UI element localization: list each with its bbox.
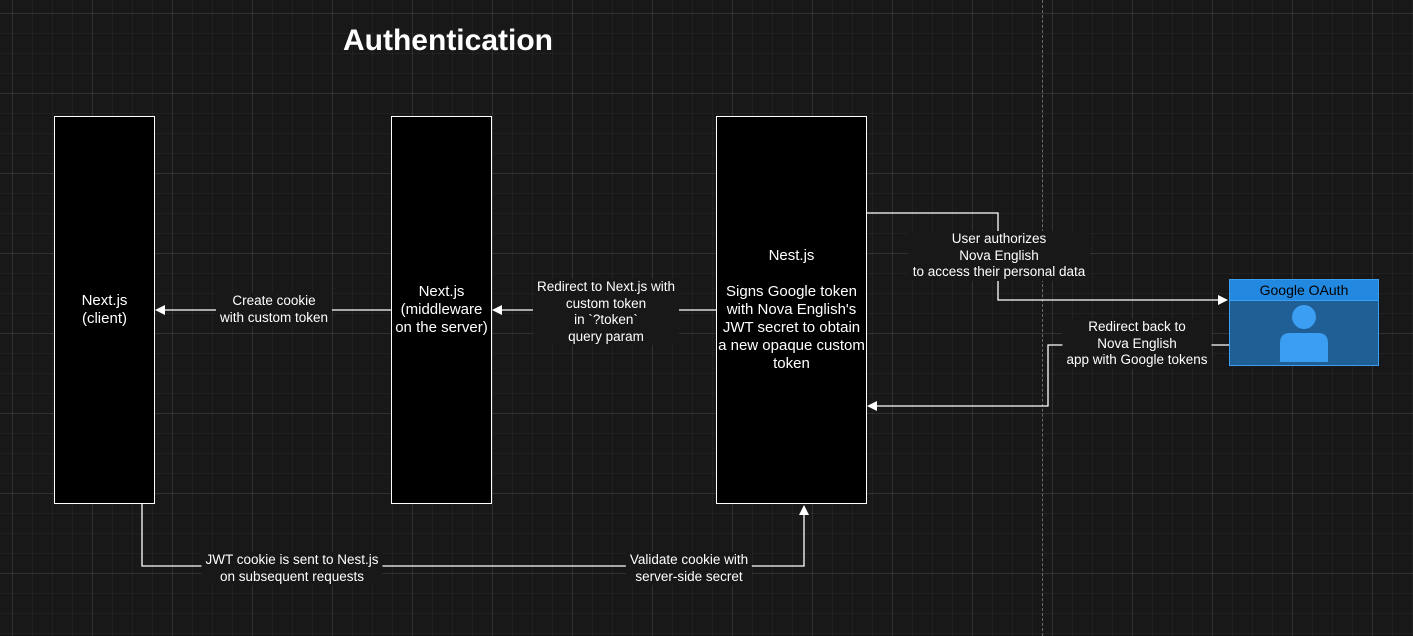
edge-jwt-cookie [141,504,809,567]
label-create-cookie: Create cookie with custom token [215,293,333,326]
label-user-authorizes: User authorizes Nova English to access t… [908,231,1090,281]
google-oauth-header: Google OAuth [1230,280,1378,301]
node-nestjs: Nest.js Signs Google token with Nova Eng… [716,116,867,504]
label-redirect-back: Redirect back to Nova English app with G… [1062,319,1212,369]
label-jwt-cookie: JWT cookie is sent to Nest.js on subsequ… [201,552,383,585]
label-redirect-nextjs: Redirect to Next.js with custom token in… [532,279,680,345]
label-validate-cookie: Validate cookie with server-side secret [625,552,753,585]
node-nestjs-label: Nest.js Signs Google token with Nova Eng… [718,247,865,372]
node-nextjs-middleware-label: Next.js (middleware on the server) [395,283,488,336]
node-nextjs-client-label: Next.js (client) [81,292,128,327]
node-nextjs-client: Next.js (client) [54,116,155,504]
node-google-oauth: Google OAuth [1229,279,1379,366]
diagram-title: Authentication [343,24,553,57]
swimlane-divider [1042,0,1043,636]
user-icon [1280,305,1328,362]
node-nextjs-middleware: Next.js (middleware on the server) [391,116,492,504]
